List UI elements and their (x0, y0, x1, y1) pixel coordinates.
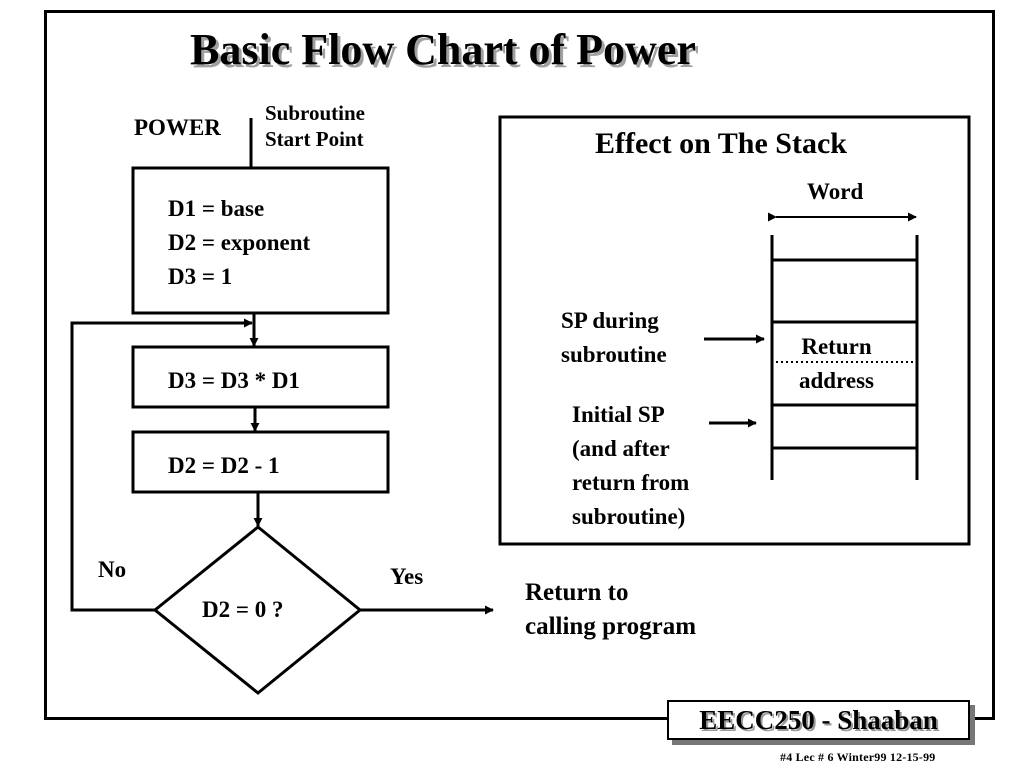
return-address-label: Return address (799, 334, 874, 393)
course-label: EECC250 - Shaaban (699, 705, 938, 735)
entry-label: POWER (134, 115, 221, 140)
stack-panel (498, 115, 971, 546)
word-label: Word (807, 179, 864, 204)
multiply-box (131, 345, 390, 409)
yes-label: Yes (390, 564, 424, 589)
init-box (131, 166, 390, 315)
init-line-3: D3 = 1 (168, 264, 233, 289)
initial-sp-label: Initial SP (and after return from subrou… (572, 402, 690, 529)
no-label: No (98, 557, 127, 582)
init-line-1: D1 = base (168, 196, 265, 221)
loop-back-line (70, 318, 253, 612)
multiply-label: D3 = D3 * D1 (168, 368, 300, 393)
init-line-2: D2 = exponent (168, 230, 311, 255)
start-note: Subroutine Start Point (265, 101, 365, 151)
course-badge: EECC250 - Shaaban (667, 700, 970, 740)
decrement-box (131, 430, 390, 494)
decrement-label: D2 = D2 - 1 (168, 453, 280, 478)
sp-during-label: SP during subroutine (561, 308, 667, 367)
slide-title: Basic Flow Chart of Power (190, 25, 696, 74)
stack-panel-title: Effect on The Stack (595, 127, 847, 160)
slide-frame (44, 10, 995, 720)
footer-note: #4 Lec # 6 Winter99 12-15-99 (780, 750, 936, 764)
decision-label: D2 = 0 ? (202, 597, 284, 622)
decision-diamond (152, 525, 363, 695)
exit-label: Return to calling program (525, 579, 697, 640)
